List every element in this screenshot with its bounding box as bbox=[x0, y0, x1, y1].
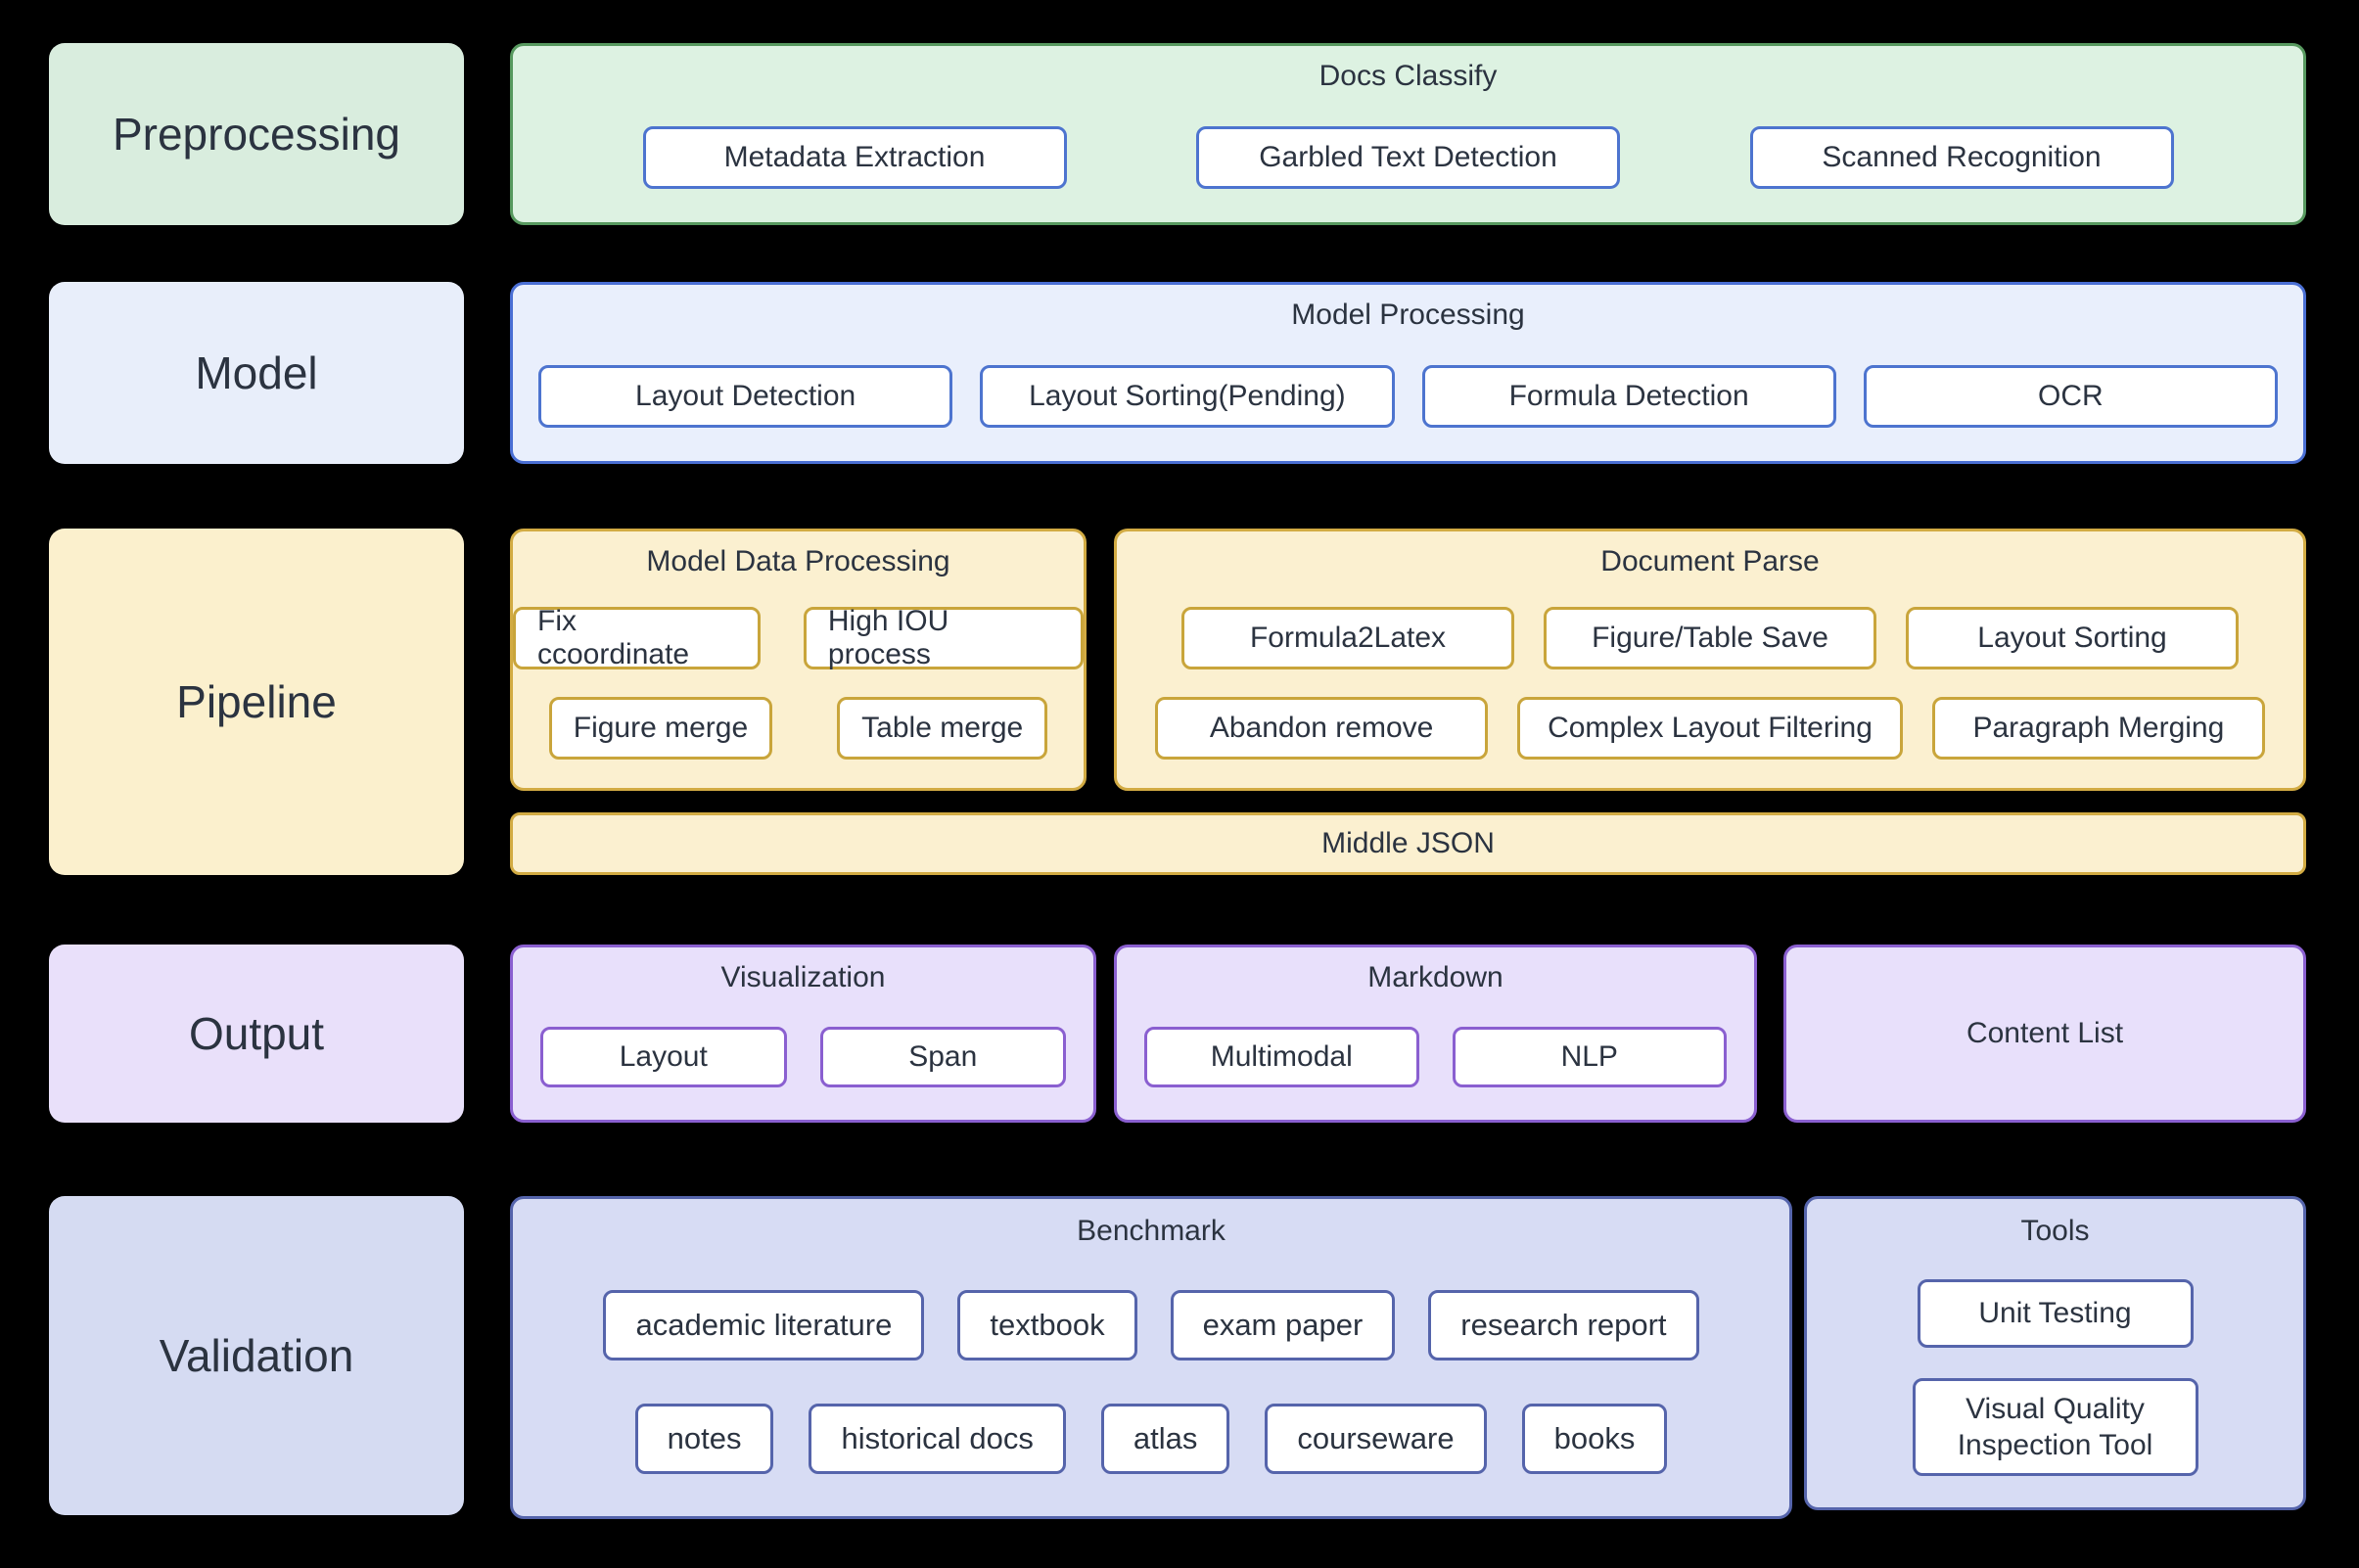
node-span: Span bbox=[819, 1027, 1066, 1087]
node-visual-quality-inspection-tool: Visual Quality Inspection Tool bbox=[1912, 1378, 2198, 1477]
node-unit-testing: Unit Testing bbox=[1917, 1278, 2194, 1348]
document-parse-title: Document Parse bbox=[1600, 545, 1820, 577]
model-processing-nodes: Layout Detection Layout Sorting(Pending)… bbox=[513, 332, 2303, 461]
middle-json-bar: Middle JSON bbox=[510, 812, 2306, 875]
content-list-group: Content List bbox=[1783, 945, 2306, 1123]
node-formula-detection: Formula Detection bbox=[1421, 365, 1836, 428]
row-label-pipeline: Pipeline bbox=[49, 529, 464, 875]
document-parse-nodes: Formula2Latex Figure/Table Save Layout S… bbox=[1117, 578, 2303, 788]
visualization-group: Visualization Layout Span bbox=[510, 945, 1096, 1123]
node-nlp: NLP bbox=[1452, 1027, 1727, 1087]
docs-classify-group: Docs Classify Metadata Extraction Garble… bbox=[510, 43, 2306, 225]
row-label-preprocessing: Preprocessing bbox=[49, 43, 464, 225]
markdown-group: Markdown Multimodal NLP bbox=[1114, 945, 1757, 1123]
docs-classify-nodes: Metadata Extraction Garbled Text Detecti… bbox=[513, 93, 2303, 222]
node-books: books bbox=[1521, 1403, 1668, 1474]
model-data-processing-nodes: Fix ccoordinate High IOU process Figure … bbox=[513, 578, 1084, 788]
model-processing-group: Model Processing Layout Detection Layout… bbox=[510, 282, 2306, 464]
tools-group: Tools Unit Testing Visual Quality Inspec… bbox=[1804, 1196, 2306, 1510]
node-garbled-text-detection: Garbled Text Detection bbox=[1196, 126, 1620, 189]
node-academic-literature: academic literature bbox=[603, 1290, 925, 1361]
model-data-processing-title: Model Data Processing bbox=[646, 545, 950, 577]
node-high-iou-process: High IOU process bbox=[803, 605, 1084, 670]
markdown-nodes: Multimodal NLP bbox=[1117, 994, 1754, 1120]
markdown-title: Markdown bbox=[1367, 961, 1503, 993]
node-exam-paper: exam paper bbox=[1170, 1290, 1396, 1361]
visualization-title: Visualization bbox=[720, 961, 886, 993]
row-label-model: Model bbox=[49, 282, 464, 464]
node-metadata-extraction: Metadata Extraction bbox=[642, 126, 1067, 189]
node-layout-sorting-pending: Layout Sorting(Pending) bbox=[980, 365, 1395, 428]
row-label-output: Output bbox=[49, 945, 464, 1123]
node-formula2latex: Formula2Latex bbox=[1181, 606, 1514, 669]
node-courseware: courseware bbox=[1265, 1403, 1487, 1474]
row-label-validation: Validation bbox=[49, 1196, 464, 1515]
node-notes: notes bbox=[634, 1403, 774, 1474]
model-processing-title: Model Processing bbox=[1291, 299, 1525, 331]
node-multimodal: Multimodal bbox=[1144, 1027, 1419, 1087]
node-abandon-remove: Abandon remove bbox=[1155, 697, 1489, 761]
node-ocr: OCR bbox=[1863, 365, 2278, 428]
tools-nodes: Unit Testing Visual Quality Inspection T… bbox=[1807, 1248, 2303, 1507]
node-figure-table-save: Figure/Table Save bbox=[1544, 606, 1876, 669]
node-layout-detection: Layout Detection bbox=[538, 365, 953, 428]
docs-classify-title: Docs Classify bbox=[1318, 60, 1498, 92]
node-layout: Layout bbox=[540, 1027, 787, 1087]
node-historical-docs: historical docs bbox=[809, 1403, 1066, 1474]
node-scanned-recognition: Scanned Recognition bbox=[1749, 126, 2174, 189]
model-data-processing-group: Model Data Processing Fix ccoordinate Hi… bbox=[510, 529, 1087, 791]
node-figure-merge: Figure merge bbox=[548, 697, 773, 761]
benchmark-title: Benchmark bbox=[1077, 1215, 1226, 1247]
node-layout-sorting: Layout Sorting bbox=[1906, 606, 2239, 669]
node-paragraph-merging: Paragraph Merging bbox=[1931, 697, 2265, 761]
benchmark-nodes: academic literature textbook exam paper … bbox=[513, 1248, 1789, 1516]
node-table-merge: Table merge bbox=[837, 697, 1048, 761]
document-parse-group: Document Parse Formula2Latex Figure/Tabl… bbox=[1114, 529, 2306, 791]
node-fix-ccoordinate: Fix ccoordinate bbox=[513, 605, 761, 670]
benchmark-group: Benchmark academic literature textbook e… bbox=[510, 1196, 1792, 1519]
node-textbook: textbook bbox=[957, 1290, 1137, 1361]
node-complex-layout-filtering: Complex Layout Filtering bbox=[1517, 697, 1903, 761]
tools-title: Tools bbox=[2020, 1215, 2090, 1247]
node-atlas: atlas bbox=[1100, 1403, 1230, 1474]
visualization-nodes: Layout Span bbox=[513, 994, 1093, 1120]
node-research-report: research report bbox=[1428, 1290, 1699, 1361]
